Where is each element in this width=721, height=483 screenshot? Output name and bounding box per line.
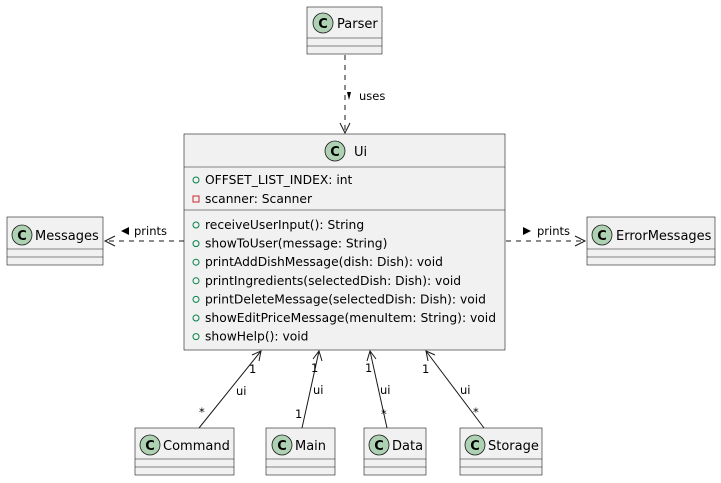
multiplicity-data: * xyxy=(381,407,387,421)
ui-fields: OFFSET_LIST_INDEX: int scanner: Scanner xyxy=(192,173,353,206)
ui-method: showHelp(): void xyxy=(205,330,309,344)
class-main[interactable]: C Main xyxy=(265,427,336,476)
ui-field: OFFSET_LIST_INDEX: int xyxy=(205,173,353,187)
class-data[interactable]: C Data xyxy=(363,427,427,476)
direction-triangle xyxy=(121,227,129,235)
class-ui[interactable]: C Ui OFFSET_LIST_INDEX: int scanner: Scan… xyxy=(183,133,506,351)
public-visibility-icon xyxy=(192,258,200,266)
class-name: ErrorMessages xyxy=(616,229,712,244)
relation-label-ui: ui xyxy=(380,383,390,397)
relation-label-ui: ui xyxy=(236,384,246,398)
svg-text:C: C xyxy=(597,229,607,244)
direction-triangle xyxy=(523,227,531,235)
class-name: Storage xyxy=(488,439,539,454)
multiplicity-command: * xyxy=(199,405,205,419)
relation-ui-error-messages: prints xyxy=(506,224,587,247)
svg-text:C: C xyxy=(374,439,384,454)
svg-text:C: C xyxy=(318,17,328,32)
multiplicity-main: 1 xyxy=(295,407,302,421)
multiplicity-ui: 1 xyxy=(311,361,318,375)
class-badge-icon xyxy=(368,434,390,456)
class-badge-icon xyxy=(464,434,486,456)
relation-label-uses: uses xyxy=(359,89,385,103)
public-visibility-icon xyxy=(192,314,200,322)
ui-method: printAddDishMessage(dish: Dish): void xyxy=(205,255,443,269)
class-command[interactable]: C Command xyxy=(134,427,235,476)
relation-data-ui: 1 ui * xyxy=(365,349,390,429)
ui-method: printDeleteMessage(selectedDish: Dish): … xyxy=(205,292,486,306)
relation-command-ui: 1 ui * xyxy=(198,350,262,429)
svg-text:C: C xyxy=(470,439,480,454)
class-name: Data xyxy=(392,439,423,454)
multiplicity-ui: 1 xyxy=(249,362,256,376)
class-name: Command xyxy=(163,439,230,454)
relation-label-ui: ui xyxy=(313,383,323,397)
ui-method: showEditPriceMessage(menuItem: String): … xyxy=(205,311,496,325)
class-error-messages[interactable]: C ErrorMessages xyxy=(586,216,716,266)
class-name: Messages xyxy=(35,229,99,244)
public-visibility-icon xyxy=(192,176,200,184)
svg-text:C: C xyxy=(277,439,287,454)
class-badge-icon xyxy=(11,224,33,246)
ui-methods: receiveUserInput(): String showToUser(mes… xyxy=(192,218,496,344)
public-visibility-icon xyxy=(192,295,200,303)
relation-label-prints-right: prints xyxy=(537,224,570,238)
class-storage[interactable]: C Storage xyxy=(459,427,543,476)
class-badge-icon xyxy=(139,434,161,456)
class-name: Parser xyxy=(337,17,378,32)
relation-main-ui: 1 ui 1 xyxy=(295,349,323,429)
class-name: Ui xyxy=(354,145,367,160)
class-messages[interactable]: C Messages xyxy=(6,216,104,266)
public-visibility-icon xyxy=(192,221,200,229)
relation-label-prints-left: prints xyxy=(134,224,167,238)
svg-text:C: C xyxy=(330,145,340,160)
ui-field: scanner: Scanner xyxy=(205,192,313,206)
class-badge-icon xyxy=(324,140,346,162)
relation-parser-ui: uses xyxy=(339,55,385,135)
relation-storage-ui: 1 ui * xyxy=(422,350,485,429)
svg-text:C: C xyxy=(17,229,27,244)
class-name: Main xyxy=(295,439,326,454)
public-visibility-icon xyxy=(192,240,200,248)
relation-ui-messages: prints xyxy=(103,224,184,247)
direction-triangle xyxy=(347,92,351,100)
public-visibility-icon xyxy=(192,277,200,285)
relation-label-ui: ui xyxy=(460,383,470,397)
svg-text:C: C xyxy=(145,439,155,454)
multiplicity-storage: * xyxy=(473,405,479,419)
public-visibility-icon xyxy=(192,333,200,341)
class-badge-icon xyxy=(312,12,334,34)
ui-method: receiveUserInput(): String xyxy=(205,218,364,232)
private-visibility-icon xyxy=(192,195,200,203)
class-parser[interactable]: C Parser xyxy=(306,6,383,55)
multiplicity-ui: 1 xyxy=(422,362,429,376)
class-badge-icon xyxy=(591,224,613,246)
class-badge-icon xyxy=(271,434,293,456)
ui-method: showToUser(message: String) xyxy=(205,237,387,251)
ui-method: printIngredients(selectedDish: Dish): vo… xyxy=(205,274,461,288)
multiplicity-ui: 1 xyxy=(365,361,372,375)
